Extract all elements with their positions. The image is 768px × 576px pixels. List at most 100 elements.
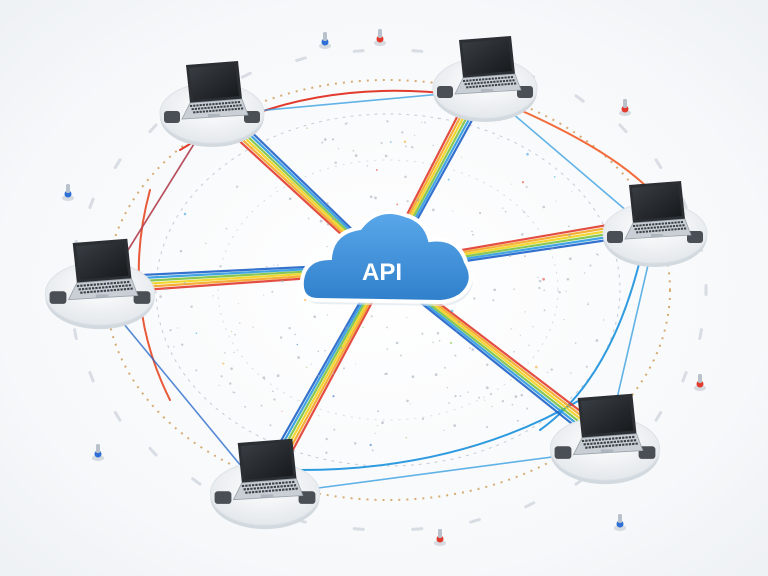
- sparkle-dot: [502, 207, 504, 209]
- rim-tick: [148, 446, 158, 457]
- sparkle-dot: [317, 374, 320, 377]
- sparkle-dot: [326, 202, 329, 205]
- sparkle-dot: [273, 264, 275, 266]
- sparkle-dot: [469, 446, 472, 448]
- sparkle-dot: [406, 316, 408, 319]
- sparkle-dot: [326, 314, 329, 316]
- sparkle-dot: [436, 331, 440, 335]
- sparkle-dot: [346, 122, 348, 124]
- cloud-icon: [299, 210, 473, 306]
- sparkle-dot: [326, 245, 328, 248]
- laptop-bottom-right: [549, 393, 661, 485]
- sparkle-dot: [568, 225, 570, 228]
- sparkle-dot: [381, 421, 384, 425]
- sparkle-dot: [288, 197, 292, 201]
- sparkle-dot: [374, 196, 377, 200]
- api-label: API: [362, 259, 402, 286]
- sparkle-dot: [383, 373, 386, 375]
- sparkle-dot: [231, 330, 233, 333]
- sparkle-dot: [233, 391, 236, 394]
- sparkle-dot: [479, 211, 482, 215]
- sparkle-dot: [205, 242, 207, 245]
- sparkle-dot: [272, 390, 274, 393]
- sparkle-dot: [389, 141, 392, 143]
- sparkle-dot: [532, 325, 534, 328]
- sparkle-dot: [485, 426, 489, 429]
- sparkle-dots: [159, 118, 605, 454]
- sparkle-dot: [404, 175, 407, 179]
- sparkle-dot: [521, 233, 524, 236]
- sparkle-dot: [262, 376, 266, 380]
- sparkle-dot: [555, 200, 557, 202]
- sparkle-dot: [275, 186, 277, 188]
- sparkle-dot: [338, 148, 340, 150]
- sparkle-dot: [244, 405, 247, 408]
- sparkle-dot: [403, 140, 407, 144]
- laptop-bottom-left: [209, 438, 321, 530]
- sparkle-dot: [380, 141, 383, 145]
- sparkle-dot: [574, 342, 577, 344]
- sparkle-dot: [386, 348, 389, 350]
- laptop-icon: [572, 393, 644, 456]
- sparkle-dot: [386, 326, 388, 329]
- sparkle-dot: [421, 332, 424, 335]
- sparkle-dot: [273, 277, 274, 278]
- sparkle-dot: [526, 152, 529, 156]
- rim-tick: [411, 527, 424, 531]
- sparkle-dot: [269, 424, 272, 427]
- sparkle-dot: [313, 315, 317, 319]
- sparkle-dot: [508, 254, 512, 258]
- rim-tick: [240, 71, 252, 79]
- rim-tick: [191, 477, 202, 486]
- sparkle-dot: [310, 363, 312, 365]
- rim-tick: [618, 123, 628, 134]
- sparkle-dot: [307, 217, 310, 220]
- laptop-icon: [232, 438, 304, 501]
- sparkle-dot: [537, 276, 539, 279]
- sparkle-dot: [459, 395, 462, 397]
- sparkle-dot: [159, 295, 162, 298]
- sparkle-dot: [169, 329, 172, 332]
- inner-dashed-ring: [155, 113, 621, 467]
- sparkle-dot: [271, 290, 274, 293]
- sparkle-dot: [324, 349, 326, 352]
- sparkle-dot: [230, 367, 233, 370]
- sparkle-dot: [583, 272, 586, 274]
- sparkle-dot: [371, 449, 374, 452]
- sparkle-dot: [296, 343, 299, 346]
- sparkle-dot: [443, 429, 445, 431]
- sparkle-dot: [538, 286, 541, 290]
- sparkle-dot: [369, 195, 373, 199]
- sparkle-dot: [585, 365, 588, 368]
- sparkle-dot: [513, 350, 515, 353]
- rim-tick: [295, 56, 307, 62]
- sparkle-dot: [239, 322, 241, 325]
- sparkle-dot: [510, 328, 512, 330]
- sparkle-dot: [492, 299, 495, 302]
- sparkle-dot: [252, 326, 254, 328]
- sparkle-dot: [353, 442, 357, 445]
- sparkle-dot: [534, 365, 538, 369]
- sparkle-dot: [370, 315, 373, 318]
- laptop-icon: [454, 36, 522, 95]
- sparkle-dot: [263, 294, 265, 296]
- sparkle-dot: [524, 255, 526, 258]
- sparkle-dot: [164, 288, 168, 291]
- pin-marker-icon: [62, 184, 74, 201]
- sparkle-dot: [219, 265, 222, 268]
- sparkle-dot: [377, 410, 380, 413]
- sparkle-dot: [424, 121, 426, 124]
- sparkle-dot: [486, 363, 489, 367]
- sparkle-dot: [602, 319, 605, 321]
- sparkle-dot: [292, 182, 294, 185]
- api-cloud-hub: API: [299, 210, 473, 306]
- sparkle-dot: [236, 185, 239, 188]
- sparkle-dot: [473, 297, 476, 300]
- sparkle-dot: [542, 277, 545, 281]
- sparkle-dot: [375, 169, 378, 171]
- sparkle-dot: [332, 372, 335, 375]
- sparkle-dot: [449, 341, 453, 345]
- sparkle-dot: [432, 208, 435, 212]
- sparkle-dot: [508, 359, 511, 362]
- pin-marker-icon: [434, 529, 446, 546]
